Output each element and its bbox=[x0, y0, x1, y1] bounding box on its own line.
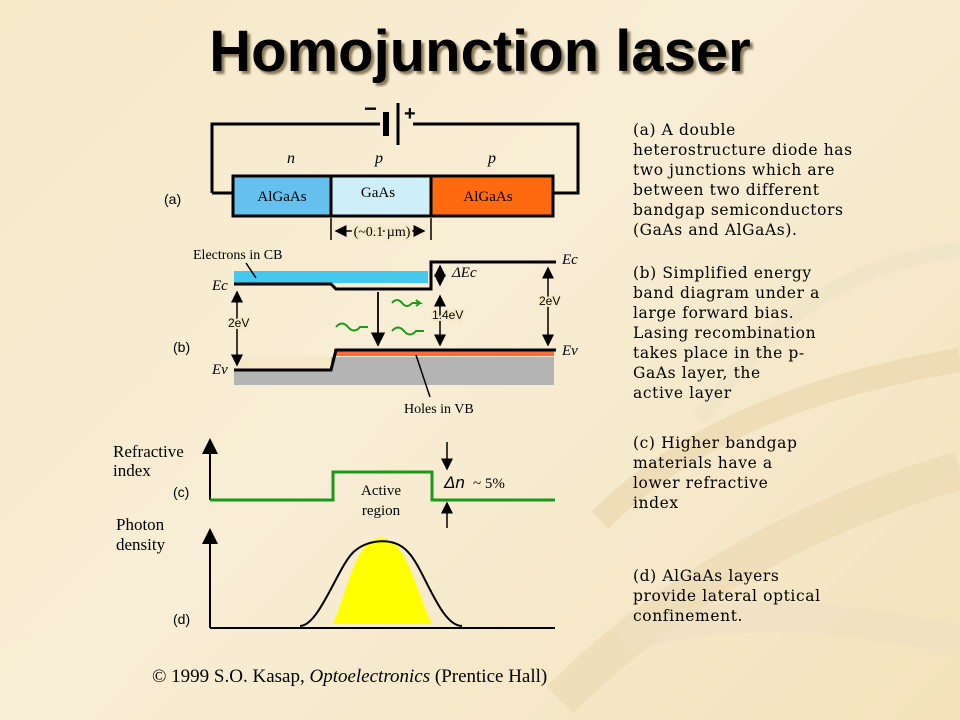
caption-c: (c) Higher bandgap materials have a lowe… bbox=[633, 434, 798, 512]
active-label-2: region bbox=[362, 503, 401, 519]
photon-wave-2 bbox=[335, 322, 368, 332]
photon-ylabel-2: density bbox=[116, 535, 166, 554]
refractive-ylabel-2: index bbox=[113, 461, 151, 480]
circuit-wire bbox=[210, 122, 580, 195]
layer-right-label: AlGaAs bbox=[463, 189, 512, 205]
ev-right-label: Ev bbox=[561, 343, 578, 359]
panel-c-label: (c) bbox=[173, 484, 189, 500]
layer-left-label: AlGaAs bbox=[257, 189, 306, 205]
cb-electrons bbox=[234, 271, 428, 283]
photon-density-fill bbox=[333, 538, 432, 624]
valence-band-edge bbox=[234, 348, 556, 372]
caption-d: (d) AlGaAs layers provide lateral optica… bbox=[633, 567, 821, 625]
battery-plus: + bbox=[404, 103, 416, 125]
panel-b-label: (b) bbox=[173, 339, 190, 355]
caption-a: (a) A double heterostructure diode has t… bbox=[633, 121, 853, 239]
vb-holes bbox=[334, 349, 554, 356]
caption-b: (b) Simplified energy band diagram under… bbox=[633, 264, 820, 402]
copyright-publisher: (Prentice Hall) bbox=[434, 666, 548, 687]
doping-n: n bbox=[287, 150, 295, 167]
panel-b: Electrons in CB Holes in VB Ec Ev Ec Ev … bbox=[173, 248, 578, 417]
ec-left-label: Ec bbox=[211, 278, 228, 294]
gap-right-label: 2eV bbox=[539, 294, 560, 308]
holes-pointer bbox=[415, 354, 431, 398]
refractive-index-profile bbox=[210, 470, 555, 502]
layer-right-algaas bbox=[429, 174, 555, 218]
conduction-band-edge bbox=[234, 260, 556, 291]
panel-a: − + AlGaAs GaAs AlGaAs n p p (~0.1 µm) (… bbox=[164, 96, 580, 243]
electrons-label: Electrons in CB bbox=[193, 248, 282, 263]
doping-p2: p bbox=[487, 150, 496, 167]
electrons-pointer bbox=[245, 262, 257, 279]
delta-n-label: Δn bbox=[443, 473, 465, 492]
panel-a-label: (a) bbox=[164, 191, 181, 207]
copyright-book: Optoelectronics bbox=[309, 666, 431, 687]
panel-d-label: (d) bbox=[173, 611, 190, 627]
doping-p1: p bbox=[374, 150, 383, 167]
photon-wave-1 bbox=[391, 299, 423, 307]
battery-minus: − bbox=[364, 96, 377, 121]
refractive-ylabel-1: Refractive bbox=[113, 442, 184, 461]
photon-density-curve bbox=[299, 540, 463, 627]
photon-wave-3 bbox=[391, 326, 424, 336]
copyright: © 1999 S.O. Kasap, Optoelectronics (Pren… bbox=[152, 666, 547, 688]
active-label-1: Active bbox=[361, 483, 401, 499]
gap-left-label: 2eV bbox=[228, 316, 249, 330]
panel-d: Photon density (d) bbox=[116, 515, 555, 629]
copyright-prefix: © 1999 S.O. Kasap, bbox=[152, 666, 305, 687]
page-title: Homojunction laser bbox=[209, 19, 751, 84]
ec-right-label: Ec bbox=[561, 252, 578, 268]
vb-fill-step bbox=[234, 357, 331, 370]
ev-left-label: Ev bbox=[211, 362, 228, 378]
delta-n-value: ~ 5% bbox=[473, 476, 505, 492]
delta-ec-label: ΔEc bbox=[451, 265, 477, 281]
panel-c: Refractive index Active region Δn ~ 5% (… bbox=[113, 438, 555, 528]
layer-middle-label: GaAs bbox=[361, 185, 395, 201]
photon-ylabel-1: Photon bbox=[116, 515, 165, 534]
gap-mid-label: 1.4eV bbox=[432, 308, 463, 322]
thickness-label: (~0.1 µm) bbox=[354, 225, 411, 240]
holes-label: Holes in VB bbox=[404, 402, 474, 417]
